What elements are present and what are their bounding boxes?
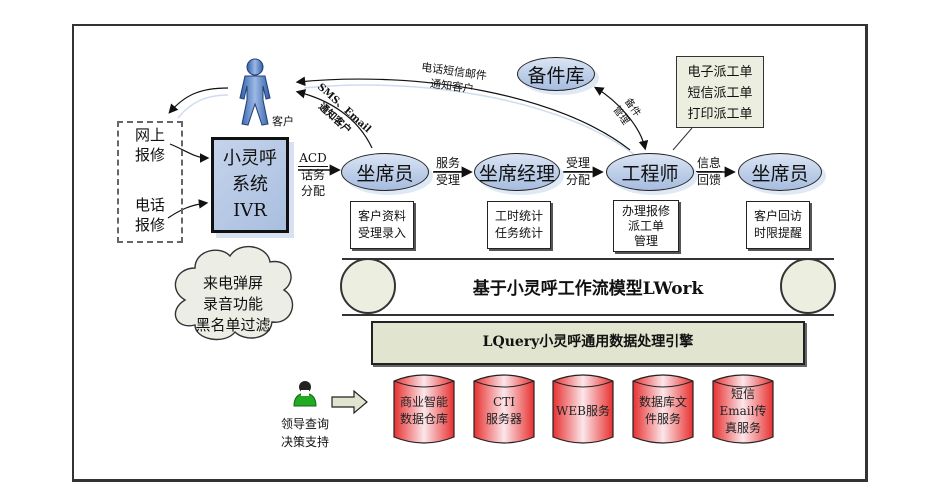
info-engineer-dispatch: 办理报修 派工单 管理 xyxy=(613,200,679,252)
node-engineer[interactable]: 工程师 xyxy=(606,153,694,191)
data-engine-box: LQuery小灵呼通用数据处理引擎 xyxy=(371,321,805,365)
leader-query-label: 领导查询 决策支持 xyxy=(280,417,329,449)
service-cylinder-line: CTI xyxy=(493,395,515,409)
info-followup: 客户回访 时限提醒 xyxy=(746,201,810,249)
service-edge-label: 服务 受理 xyxy=(434,156,462,187)
roller-left xyxy=(340,258,396,314)
node-agent[interactable]: 坐席员 xyxy=(341,153,429,191)
service-cylinder-label: WEB服务 xyxy=(553,403,613,420)
customer-label: 客户 xyxy=(272,115,294,128)
dispatch-edge-label: 受理 分配 xyxy=(564,156,592,187)
service-cylinder-line: 短信 xyxy=(730,386,755,401)
channel-online[interactable]: 网上 报修 xyxy=(134,126,165,164)
service-cylinder-line: 商业智能 xyxy=(399,395,448,409)
service-cylinder-label: 商业智能数据仓库 xyxy=(394,394,454,428)
ivr-features-cloud: 来电弹屏 录音功能 黑名单过滤 xyxy=(195,274,271,334)
dispatch-methods-note: 电子派工单 短信派工单 打印派工单 xyxy=(676,56,764,128)
ivr-system-box[interactable]: 小灵呼 系统 IVR xyxy=(211,137,289,233)
acd-edge-label: ACD 话务 分配 xyxy=(298,151,328,198)
repair-channels-box: 网上 报修 电话 报修 xyxy=(117,121,183,243)
workflow-conveyor: 基于小灵呼工作流模型LWork xyxy=(340,258,836,316)
workflow-title: 基于小灵呼工作流模型LWork xyxy=(472,279,704,299)
service-cylinder-label: 短信 Email传真服务 xyxy=(713,386,773,437)
service-cylinder-line: WEB服务 xyxy=(556,403,610,418)
node-parts-warehouse[interactable]: 备件库 xyxy=(517,57,595,91)
channel-phone[interactable]: 电话 报修 xyxy=(134,196,165,234)
feedback-edge-label: 信息 回馈 xyxy=(696,156,722,187)
service-cylinder-label: CTI 服务器 xyxy=(474,394,534,428)
roller-right xyxy=(780,258,836,314)
service-cylinder-line: 件服务 xyxy=(644,412,681,426)
node-agent-manager[interactable]: 坐席经理 xyxy=(474,153,560,191)
service-cylinder-line: 服务器 xyxy=(485,412,522,426)
info-agent-intake: 客户资料 受理录入 xyxy=(350,201,414,249)
service-cylinder-line: 数据库文 xyxy=(638,395,687,409)
service-cylinder-line: 真服务 xyxy=(724,420,761,435)
service-cylinder-line: Email传 xyxy=(719,403,767,418)
service-cylinder-line: 数据仓库 xyxy=(399,412,448,426)
service-cylinder-label: 数据库文件服务 xyxy=(633,394,693,428)
node-agent-followup[interactable]: 坐席员 xyxy=(738,153,822,191)
info-manager-stats: 工时统计 任务统计 xyxy=(487,201,551,249)
